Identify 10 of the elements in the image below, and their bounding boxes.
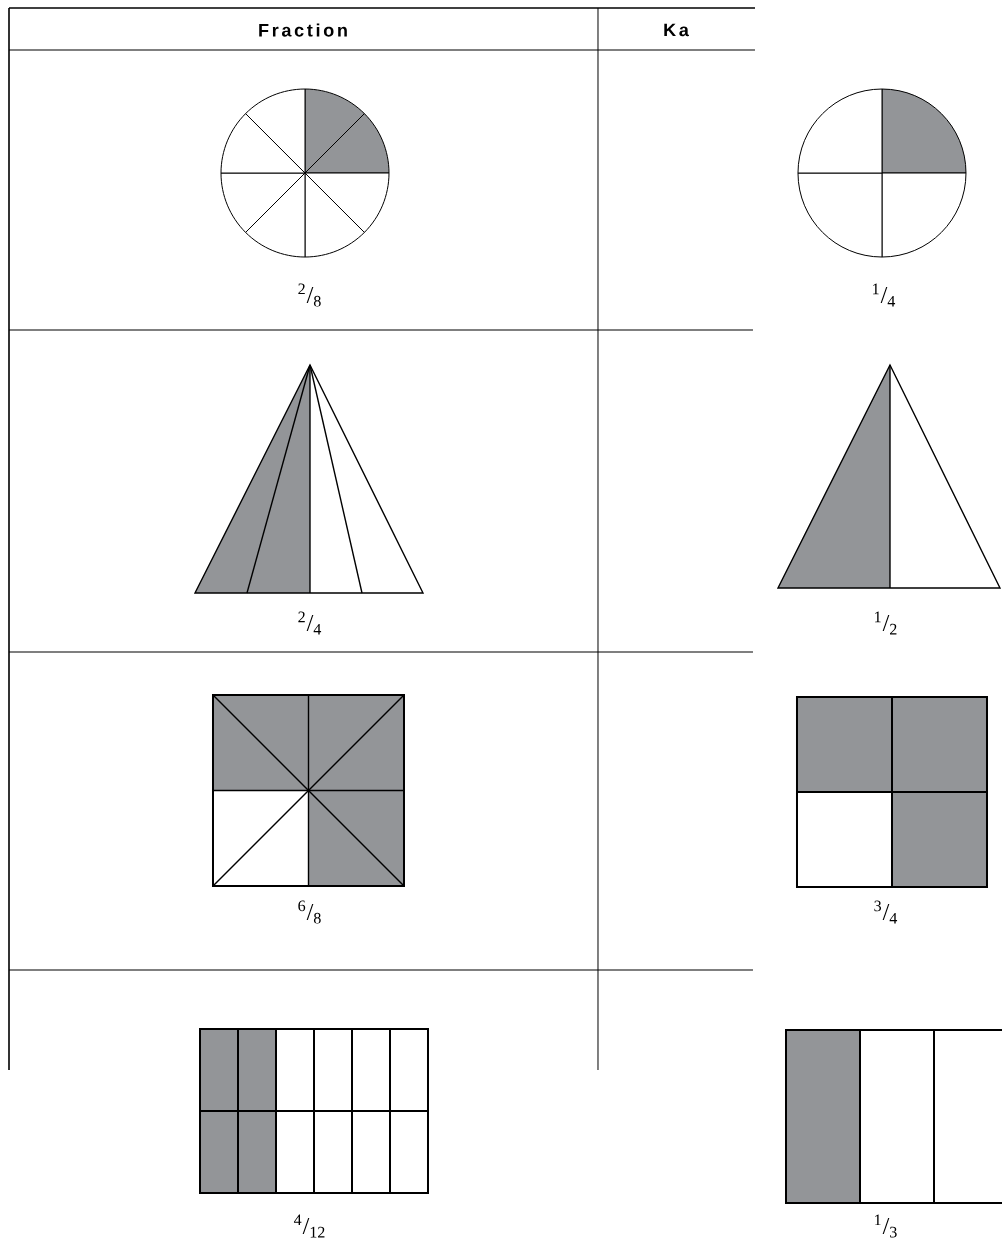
fraction-label: $^{4}$/$_{12}$ — [294, 1214, 325, 1238]
fraction-label: $^{1}$/$_{2}$ — [875, 611, 897, 635]
fraction-label: $^{3}$/$_{4}$ — [874, 900, 898, 924]
fraction-label: $^{1}$/$_{4}$ — [873, 283, 896, 307]
fraction-label: $^{6}$/$_{8}$ — [298, 900, 321, 924]
column-header: Ka — [664, 23, 689, 37]
fraction-label: $^{1}$/$_{3}$ — [875, 1214, 897, 1238]
fraction-label: $^{2}$/$_{4}$ — [298, 611, 322, 635]
fraction-label: $^{2}$/$_{8}$ — [298, 283, 321, 307]
column-header: Fraction — [259, 23, 347, 37]
